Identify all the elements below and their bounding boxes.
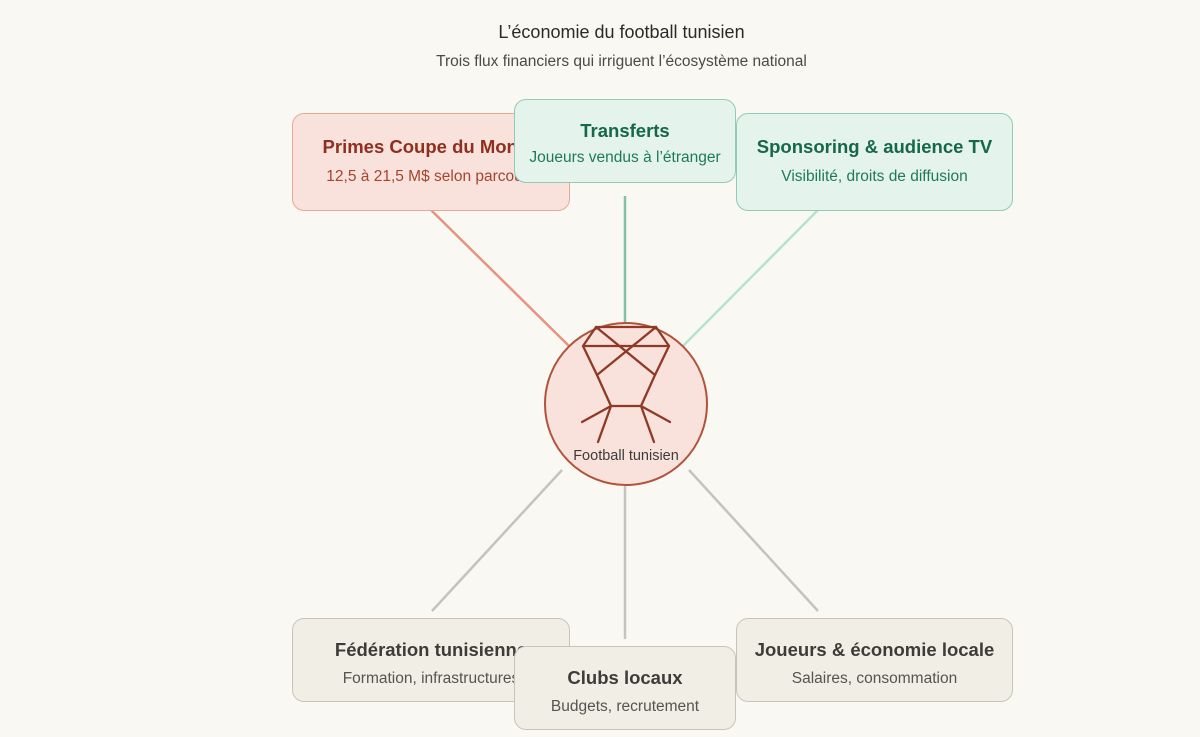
node-sponsoring-title: Sponsoring & audience TV [756, 136, 993, 157]
diagram-title: L’économie du football tunisien [498, 22, 745, 42]
link-primes [430, 209, 571, 348]
link-sponsoring [682, 209, 819, 347]
football-jersey-icon [580, 325, 672, 444]
node-transferts: Transferts Joueurs vendus à l’étranger [514, 99, 736, 183]
node-transferts-subtitle: Joueurs vendus à l’étranger [529, 149, 721, 166]
link-federation [431, 469, 563, 612]
node-sponsoring: Sponsoring & audience TV Visibilité, dro… [736, 113, 1013, 211]
diagram-subtitle: Trois flux financiers qui irriguent l’éc… [436, 53, 807, 70]
hub-label: Football tunisien [573, 448, 679, 464]
node-clubs-title: Clubs locaux [567, 667, 683, 688]
node-joueurs-subtitle: Salaires, consommation [791, 670, 958, 687]
node-federation-title: Fédération tunisienne [334, 639, 528, 660]
node-transferts-title: Transferts [580, 120, 670, 141]
node-primes-title: Primes Coupe du Monde [322, 136, 540, 157]
node-joueurs: Joueurs & économie locale Salaires, cons… [736, 618, 1013, 702]
node-clubs-subtitle: Budgets, recrutement [550, 698, 700, 715]
node-primes-subtitle: 12,5 à 21,5 M$ selon parcours [326, 168, 536, 185]
node-sponsoring-subtitle: Visibilité, droits de diffusion [781, 168, 968, 185]
hub-circle [544, 322, 708, 486]
node-clubs: Clubs locaux Budgets, recrutement [514, 646, 736, 730]
link-joueurs [688, 469, 819, 612]
node-joueurs-title: Joueurs & économie locale [754, 639, 995, 660]
node-federation-subtitle: Formation, infrastructures [342, 670, 520, 687]
